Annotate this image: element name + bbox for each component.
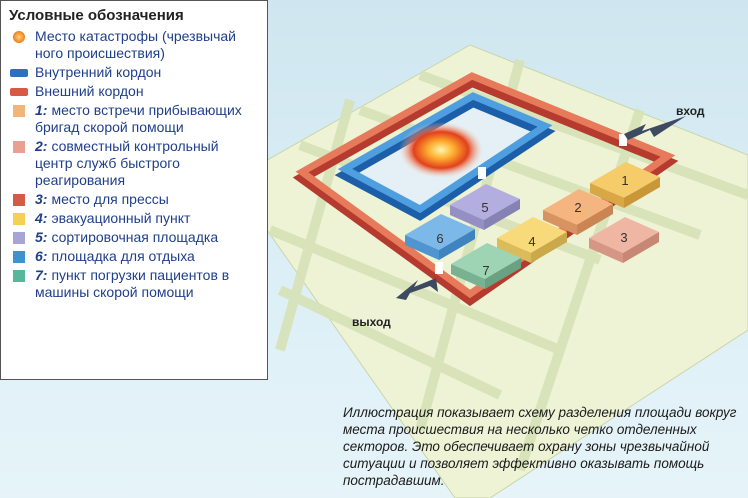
- legend-item: 4:эвакуационный пункт: [9, 210, 259, 227]
- zone-7: [451, 243, 521, 289]
- legend-item-text: 7:пункт погрузки пациентов в машины скор…: [35, 267, 259, 301]
- legend-item-text: 1:место встречи прибывающих бригад скоро…: [35, 102, 259, 136]
- legend-item-text: 2:совместный контрольный центр служб быс…: [35, 138, 259, 189]
- entry-arrow: [624, 116, 686, 140]
- legend-item: 5:сортировочная площадка: [9, 229, 259, 246]
- legend-item: 7:пункт погрузки пациентов в машины скор…: [9, 267, 259, 301]
- legend-swatch: [9, 248, 29, 265]
- legend-swatch: [9, 267, 29, 284]
- legend-item-number: 7:: [35, 267, 48, 283]
- zone-4-label: 4: [528, 234, 535, 249]
- legend-item: 1:место встречи прибывающих бригад скоро…: [9, 102, 259, 136]
- caption-text: Иллюстрация показывает схему разделения …: [343, 405, 737, 488]
- legend-item-number: 3:: [35, 191, 48, 207]
- legend-item-text: 3:место для прессы: [35, 191, 259, 208]
- legend-item-label: Внешний кордон: [35, 83, 144, 99]
- zone-1: [590, 162, 660, 208]
- legend-item-label: пункт погрузки пациентов в машины скорой…: [35, 267, 230, 300]
- legend-item-number: 6:: [35, 248, 48, 264]
- legend-item-text: 6:площадка для отдыха: [35, 248, 259, 265]
- zone-3-label: 3: [620, 230, 627, 245]
- legend-item: 2:совместный контрольный центр служб быс…: [9, 138, 259, 189]
- zone-6: [405, 214, 475, 260]
- legend-item-text: 4:эвакуационный пункт: [35, 210, 259, 227]
- legend-item: 3:место для прессы: [9, 191, 259, 208]
- exit-arrow: [396, 278, 438, 300]
- zone-5: [450, 184, 520, 230]
- legend-item-label: совместный контрольный центр служб быстр…: [35, 138, 219, 188]
- legend-item-label: Внутренний кордон: [35, 64, 162, 80]
- legend-swatch: [9, 83, 29, 100]
- legend-item-label: эвакуационный пункт: [51, 210, 191, 226]
- outer-cordon: [292, 72, 679, 307]
- legend-swatch: [9, 64, 29, 81]
- zone-2-label: 2: [574, 200, 581, 215]
- legend-item-number: 5:: [35, 229, 48, 245]
- legend-list: Место катастрофы (чрезвычай ного происше…: [9, 28, 259, 301]
- legend-item-label: сортировочная площадка: [51, 229, 219, 245]
- legend-item-label: Место катастрофы (чрезвычай ного происше…: [35, 28, 236, 61]
- legend-swatch: [9, 28, 29, 45]
- legend-swatch: [9, 191, 29, 208]
- zone-6-label: 6: [436, 231, 443, 246]
- legend-item-number: 2:: [35, 138, 48, 154]
- legend-swatch: [9, 210, 29, 227]
- legend-title: Условные обозначения: [9, 7, 184, 24]
- legend-item-text: Внешний кордон: [35, 83, 259, 100]
- zone-5-label: 5: [481, 200, 488, 215]
- legend-item: Внешний кордон: [9, 83, 259, 100]
- legend-item-number: 4:: [35, 210, 48, 226]
- legend-swatch: [9, 138, 29, 155]
- legend-item-label: место встречи прибывающих бригад скорой …: [35, 102, 242, 135]
- zone-3: [589, 217, 659, 263]
- legend-item: Внутренний кордон: [9, 64, 259, 81]
- legend-item-text: Внутренний кордон: [35, 64, 259, 81]
- legend-item: 6:площадка для отдыха: [9, 248, 259, 265]
- incident-site-marker: [399, 122, 483, 178]
- legend-swatch: [9, 229, 29, 246]
- legend-item-number: 1:: [35, 102, 48, 118]
- legend-item-label: площадка для отдыха: [51, 248, 195, 264]
- zone-2: [543, 189, 613, 235]
- legend-item: Место катастрофы (чрезвычай ного происше…: [9, 28, 259, 62]
- exit-label: выход: [352, 315, 391, 329]
- legend-item-text: 5:сортировочная площадка: [35, 229, 259, 246]
- zone-7-label: 7: [482, 263, 489, 278]
- legend-panel: Условные обозначения Место катастрофы (ч…: [0, 0, 268, 380]
- zone-4: [497, 217, 567, 263]
- legend-item-text: Место катастрофы (чрезвычай ного происше…: [35, 28, 259, 62]
- legend-swatch: [9, 102, 29, 119]
- entry-label: вход: [676, 104, 705, 118]
- legend-item-label: место для прессы: [51, 191, 169, 207]
- zone-1-label: 1: [621, 173, 628, 188]
